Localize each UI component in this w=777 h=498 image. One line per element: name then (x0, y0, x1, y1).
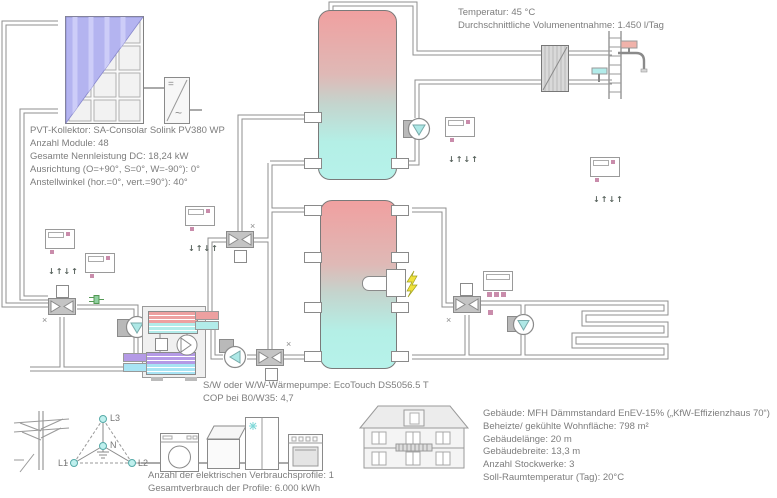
tank-port (304, 112, 322, 123)
balcony (395, 443, 433, 452)
controller[interactable]: ↓↑↓↑ (45, 229, 78, 276)
plug-icon (89, 295, 104, 304)
valve-motor (56, 285, 69, 298)
evaporator-in-stub (123, 353, 147, 362)
pipe-segment (77, 305, 138, 355)
evaporator-out-stub (123, 363, 147, 372)
controller[interactable]: ↓↑↓↑ (445, 117, 478, 164)
valve-mark: × (286, 339, 292, 349)
power-grid-pylon[interactable] (12, 408, 74, 481)
three-way-valve-heatpump[interactable] (256, 349, 284, 371)
stove[interactable] (288, 432, 324, 477)
building[interactable] (358, 404, 470, 475)
condenser-hot-stub (195, 311, 219, 320)
dhw-heat-exchanger[interactable] (541, 45, 569, 92)
compressor (176, 334, 198, 356)
valve-motor (460, 283, 473, 296)
building-info: Gebäude: MFH Dämmstandard EnEV-15% („KfW… (483, 408, 770, 483)
controller[interactable]: ↓↑↓↑ (185, 206, 218, 253)
expansion-valve (155, 338, 168, 351)
three-phase-node[interactable] (55, 408, 147, 475)
condenser (148, 311, 198, 334)
dishwasher[interactable] (203, 424, 249, 475)
three-way-valve-collector[interactable] (48, 298, 76, 320)
tank-port (391, 158, 409, 169)
pipe-segment (238, 115, 312, 231)
lightning-icon (406, 270, 418, 298)
phase-label-l3: L3 (110, 413, 121, 423)
tank-port (391, 205, 409, 216)
valve-motor (265, 368, 278, 381)
pipe-segment (208, 238, 227, 311)
valve-mark: × (250, 221, 256, 231)
pump-heating-circuit[interactable] (511, 312, 536, 342)
pipe-segment (415, 80, 542, 118)
snowflake-icon (249, 422, 257, 430)
pipe-segment (20, 109, 58, 300)
pump-heatpump-loop[interactable] (222, 344, 248, 375)
tank-port (391, 252, 409, 263)
refrigerator[interactable] (245, 417, 280, 476)
dhw-info: Temperatur: 45 °C Durchschnittliche Volu… (458, 7, 664, 31)
collector-info: PVT-Kollektor: SA-Consolar Solink PV380 … (30, 125, 225, 188)
phase-label-l1: L1 (58, 458, 69, 468)
heater-flange (386, 269, 406, 297)
tap-assembly[interactable] (580, 36, 660, 84)
three-way-valve-heating-mixer[interactable] (453, 296, 481, 318)
tank-port (304, 205, 322, 216)
cold-valve (591, 67, 608, 75)
pump-dhw[interactable] (406, 116, 432, 147)
inverter-ac-symbol: ~ (175, 106, 183, 120)
electric-info: Anzahl der elektrischen Verbrauchsprofil… (148, 470, 334, 494)
tank-port (304, 351, 322, 362)
condenser-return-stub (195, 321, 219, 330)
controller-fixed-value[interactable] (483, 271, 513, 315)
tank-port (391, 351, 409, 362)
pipe-segment (2, 21, 58, 307)
phase-label-l2: L2 (138, 458, 149, 468)
pipe-segment (329, 2, 542, 55)
pipe-segment (412, 208, 454, 307)
phase-label-n: N (110, 440, 117, 450)
valve-mark: × (446, 315, 452, 325)
valve-mark: × (42, 315, 48, 325)
valve-motor (234, 250, 247, 263)
controller[interactable]: ↓↑↓↑ (590, 157, 623, 204)
inverter-dc-symbol: = (168, 79, 174, 90)
washing-machine[interactable] (160, 433, 200, 478)
heat-pump-info: S/W oder W/W-Wärmepumpe: EcoTouch DS5056… (203, 380, 429, 404)
tank-port (391, 302, 409, 313)
pipe-segment (211, 325, 223, 359)
faucet-spout (618, 51, 646, 69)
pipe-segment (414, 79, 542, 118)
tank-port (304, 158, 322, 169)
controller-plug[interactable] (85, 253, 115, 304)
pvt-collector[interactable] (65, 16, 145, 130)
inverter[interactable]: = ~ (164, 77, 190, 124)
pipe-segment (237, 114, 312, 231)
tank-port (304, 302, 322, 313)
tank-port (304, 252, 322, 263)
three-way-valve-tank-select[interactable] (226, 231, 254, 253)
top-storage-tank[interactable] (318, 10, 397, 180)
floor-heating-loop[interactable] (535, 293, 675, 370)
